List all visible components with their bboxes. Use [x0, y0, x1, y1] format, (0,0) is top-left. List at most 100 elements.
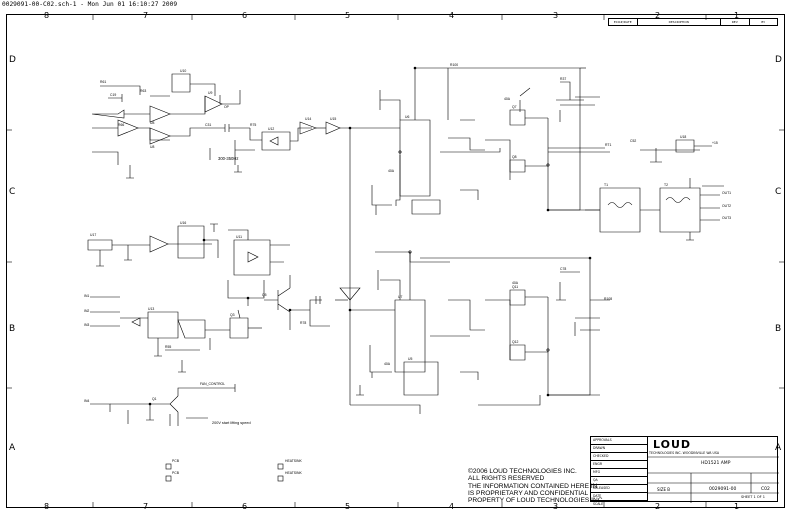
svg-text:R55: R55	[165, 345, 171, 349]
net-label-40a-3: 40A	[512, 281, 519, 285]
svg-text:C52: C52	[630, 139, 636, 143]
rev-col-by: BY	[761, 20, 766, 24]
svg-text:R100: R100	[450, 63, 458, 67]
company-logo: LOUD	[653, 438, 692, 451]
document-number: 0029091-00	[709, 487, 737, 492]
svg-text:OUT3: OUT3	[722, 216, 731, 220]
svg-text:OP: OP	[224, 105, 230, 109]
approval-row-scale: SCALE	[593, 502, 604, 506]
approval-row-qa: QA	[591, 477, 647, 485]
zone-row-a-left: A	[9, 443, 16, 453]
approval-row-released: RELEASED	[591, 485, 647, 493]
fan-speed-note: 200V start lifting speed	[212, 421, 251, 425]
approval-row-date: DATE	[591, 493, 647, 501]
svg-text:HEATSINK: HEATSINK	[285, 471, 302, 475]
svg-text:R61: R61	[100, 80, 106, 84]
svg-text:U9: U9	[208, 91, 212, 95]
net-label-40a-1: 40A	[504, 97, 511, 101]
svg-text:Q3: Q3	[230, 313, 235, 317]
svg-text:U5: U5	[408, 357, 412, 361]
svg-text:U13: U13	[148, 307, 154, 311]
svg-text:U14: U14	[305, 117, 311, 121]
filter-frequency-label: 300-350Hz	[218, 156, 239, 161]
svg-text:C31: C31	[205, 123, 211, 127]
svg-text:U16: U16	[180, 221, 186, 225]
zone-col-5-bottom: 5	[345, 502, 351, 511]
svg-text:Q7: Q7	[512, 105, 517, 109]
zone-col-5-top: 5	[345, 11, 351, 20]
copyright-line-1: ©2006 LOUD TECHNOLOGIES INC.	[468, 468, 577, 475]
svg-text:U15: U15	[330, 117, 336, 121]
zone-col-8-bottom: 8	[44, 502, 50, 511]
svg-text:C19: C19	[110, 93, 116, 97]
drawing-title: HD1521 AMP	[701, 461, 731, 466]
svg-text:U11: U11	[236, 235, 242, 239]
svg-text:R78: R78	[300, 321, 306, 325]
svg-text:U18: U18	[680, 135, 686, 139]
svg-text:PCB: PCB	[172, 459, 180, 463]
svg-text:R66: R66	[118, 123, 124, 127]
svg-text:IN4: IN4	[84, 399, 89, 403]
zone-col-4-top: 4	[449, 11, 455, 20]
zone-col-7-top: 7	[143, 11, 149, 20]
copyright-line-3: THE INFORMATION CONTAINED HERE IN	[468, 482, 598, 490]
rev-col-eco: ECO#/DATE	[609, 19, 638, 25]
svg-text:OUT1: OUT1	[722, 191, 731, 195]
svg-text:Q8: Q8	[512, 155, 517, 159]
svg-text:Q12: Q12	[512, 340, 519, 344]
title-block: APPROVALS DRAWN CHECKED ENGR MFG QA RELE…	[590, 436, 779, 506]
approval-row-mfg: MFG	[591, 469, 647, 477]
zone-col-4-bottom: 4	[449, 502, 455, 511]
svg-text:U8: U8	[150, 145, 154, 149]
zone-col-7-bottom: 7	[143, 502, 149, 511]
svg-text:HEATSINK: HEATSINK	[285, 459, 302, 463]
zone-row-b-left: B	[9, 324, 16, 334]
svg-text:U7: U7	[398, 295, 402, 299]
copyright-notice: ©2006 LOUD TECHNOLOGIES INC. ALL RIGHTS …	[468, 468, 604, 504]
rev-col-rev: REV	[721, 19, 750, 25]
svg-text:U10: U10	[180, 69, 186, 73]
svg-text:R63: R63	[140, 89, 146, 93]
file-header: 0029091-00-C02.sch-1 - Mon Jun 01 16:10:…	[2, 1, 178, 8]
svg-text:U17: U17	[90, 233, 96, 237]
drawing-frame	[6, 14, 785, 508]
svg-text:OUT2: OUT2	[722, 204, 731, 208]
svg-text:T1: T1	[604, 183, 608, 187]
svg-text:R37: R37	[560, 77, 566, 81]
zone-row-b-right: B	[775, 324, 782, 334]
svg-text:IN1: IN1	[84, 294, 89, 298]
net-label-40a-2: 40A	[388, 169, 395, 173]
zone-row-d-right: D	[775, 55, 782, 65]
approval-row-engr: ENGR	[591, 461, 647, 469]
zone-col-2-bottom: 2	[655, 502, 661, 511]
revision-block: ECO#/DATE DESCRIPTION REV BY	[608, 18, 778, 26]
svg-text:Q1: Q1	[152, 397, 157, 401]
zone-col-8-top: 8	[44, 11, 50, 20]
svg-text:PCB: PCB	[172, 471, 180, 475]
sheet-number: SHEET 1 OF 1	[741, 495, 765, 499]
company-name: TECHNOLOGIES INC. WOODINVILLE WA USA	[649, 451, 720, 455]
title-block-grid	[647, 456, 779, 503]
svg-text:T2: T2	[664, 183, 668, 187]
drawing-size: SIZE B	[657, 487, 671, 492]
copyright-line-5: PROPERTY OF LOUD TECHNOLOGIES INC.	[468, 497, 605, 505]
zone-row-d-left: D	[9, 55, 16, 65]
zone-col-6-top: 6	[242, 11, 248, 20]
zone-row-c-left: C	[9, 187, 16, 197]
svg-text:IN3: IN3	[84, 323, 89, 327]
svg-text:U6: U6	[405, 115, 409, 119]
svg-text:Q11: Q11	[512, 285, 518, 289]
net-label-40a-4: 40A	[384, 362, 391, 366]
zone-row-a-right: A	[775, 443, 782, 453]
svg-text:U8: U8	[150, 121, 154, 125]
svg-text:FAN_CONTROL: FAN_CONTROL	[200, 382, 225, 386]
revision-code: C02	[761, 487, 770, 492]
zone-col-1-top: 1	[734, 11, 740, 20]
zone-col-2-top: 2	[655, 11, 661, 20]
zone-col-6-bottom: 6	[242, 502, 248, 511]
zone-col-3-bottom: 3	[553, 502, 559, 511]
approvals-table: APPROVALS DRAWN CHECKED ENGR MFG QA RELE…	[591, 437, 648, 506]
zone-col-1-bottom: 1	[734, 502, 740, 511]
approval-row-drawn: DRAWN	[591, 445, 647, 453]
